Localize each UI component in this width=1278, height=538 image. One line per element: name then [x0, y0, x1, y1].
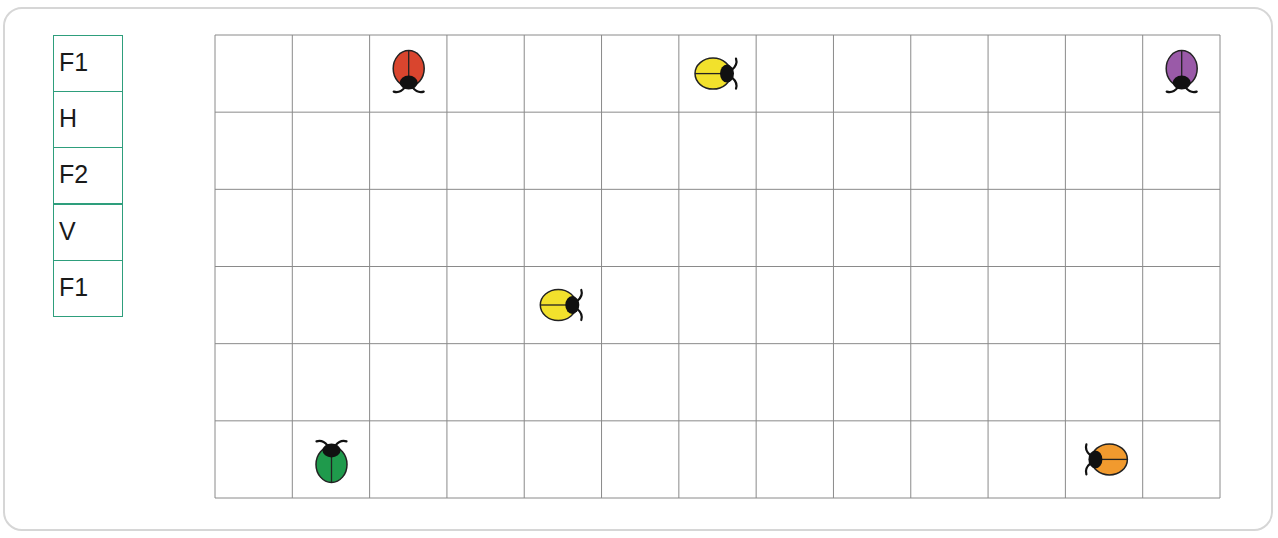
grid-line	[215, 112, 1220, 113]
grid-line	[215, 189, 1220, 190]
command-box: H	[53, 91, 123, 148]
grid-line	[215, 498, 1220, 499]
command-label: F1	[59, 275, 118, 300]
red-ladybug	[393, 51, 424, 93]
command-box: F2	[53, 147, 123, 204]
command-label: H	[59, 106, 118, 131]
orange-ladybug	[1086, 444, 1128, 475]
yellow-ladybug	[540, 290, 582, 321]
command-label: F2	[59, 162, 118, 187]
grid-line	[215, 266, 1220, 267]
command-box: V	[53, 204, 123, 261]
command-box: F1	[53, 35, 123, 92]
command-label: V	[59, 219, 118, 244]
purple-ladybug	[1166, 51, 1197, 93]
command-label: F1	[59, 50, 118, 75]
green-ladybug	[316, 441, 347, 483]
grid-line	[215, 420, 1220, 421]
yellow-ladybug	[695, 58, 737, 89]
grid	[215, 35, 1220, 498]
grid-line	[215, 35, 1220, 36]
command-box: F1	[53, 260, 123, 317]
ladybugs	[316, 51, 1197, 483]
panel-frame	[4, 8, 1272, 530]
grid-line	[215, 343, 1220, 344]
